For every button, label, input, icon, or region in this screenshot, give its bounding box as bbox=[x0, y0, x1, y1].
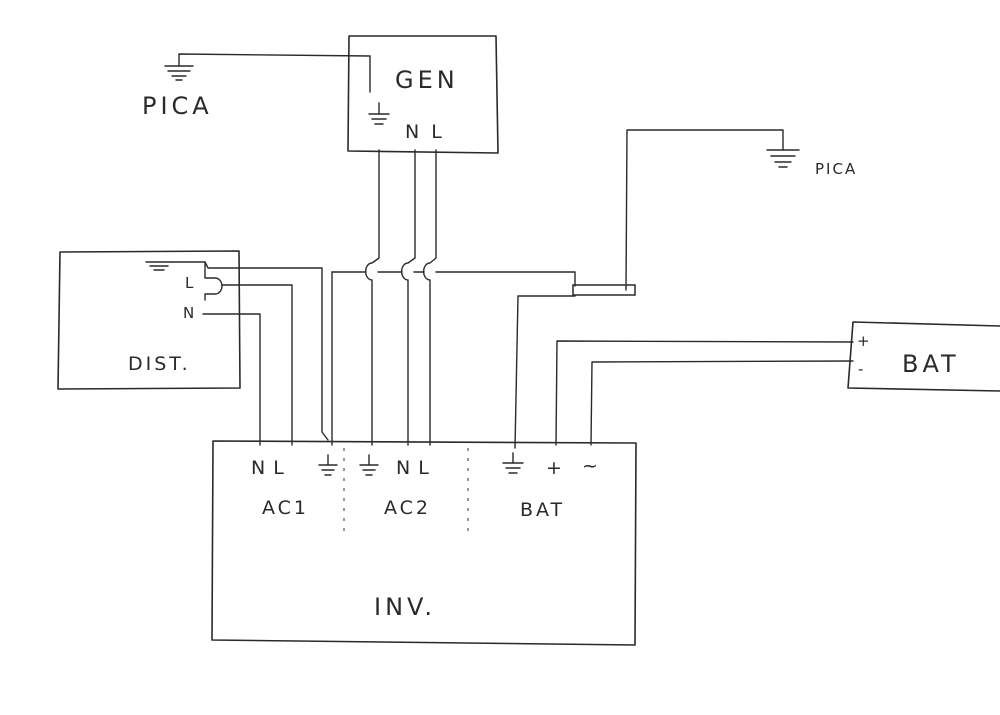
wire-busbar-to-bat-ground bbox=[514, 295, 576, 449]
inverter-bat-plus: + bbox=[546, 457, 563, 479]
inverter-bat-minus: ~ bbox=[582, 455, 599, 477]
battery-title: BAT bbox=[902, 350, 960, 378]
wire-dist-ground bbox=[171, 261, 329, 441]
wire-dist-l bbox=[204, 261, 223, 301]
ground-left: PICA bbox=[142, 53, 371, 120]
earth-ground-icon bbox=[766, 149, 800, 168]
inverter-ac1-label: AC1 bbox=[262, 497, 309, 519]
inverter-bat-label: BAT bbox=[520, 499, 565, 521]
wire-bat-minus bbox=[590, 360, 854, 446]
ground-right: PICA bbox=[625, 129, 857, 291]
inverter-ac2-label: AC2 bbox=[384, 497, 431, 519]
wiring bbox=[171, 149, 854, 449]
ac2-ground-icon bbox=[359, 454, 379, 476]
inverter: INV. N L AC1 N L AC2 BAT + ~ bbox=[211, 440, 637, 646]
ac1-ground-icon bbox=[318, 454, 338, 476]
generator-ground-icon bbox=[368, 102, 390, 125]
inverter-ac1-terminals: N L bbox=[251, 457, 285, 479]
generator-terminals: N L bbox=[405, 121, 445, 143]
inverter-title: INV. bbox=[374, 593, 436, 621]
wire-dist-l-out bbox=[221, 284, 293, 446]
distribution-ground-icon bbox=[145, 261, 173, 271]
wire-gen-n bbox=[400, 149, 416, 446]
distribution-title: DIST. bbox=[128, 353, 191, 375]
distribution-terminal-n: N bbox=[183, 304, 196, 322]
generator-title: GEN bbox=[395, 66, 459, 94]
earth-ground-icon bbox=[164, 65, 194, 81]
distribution-panel: DIST. L N bbox=[57, 250, 241, 390]
inverter-ac2-terminals: N L bbox=[396, 457, 430, 479]
ground-left-label: PICA bbox=[142, 92, 213, 120]
wire-gen-ground bbox=[364, 149, 380, 446]
bat-ground-icon bbox=[502, 452, 524, 474]
wire-dist-n bbox=[202, 313, 261, 446]
battery-minus: - bbox=[858, 360, 865, 378]
generator: GEN N L bbox=[347, 35, 499, 154]
wire-gen-l bbox=[422, 149, 437, 446]
wire-bat-plus bbox=[555, 340, 854, 446]
ground-right-label: PICA bbox=[815, 160, 857, 178]
ground-busbar bbox=[572, 284, 636, 296]
battery-plus: + bbox=[857, 332, 872, 350]
distribution-terminal-l: L bbox=[185, 274, 195, 292]
wire-ground-bus bbox=[331, 271, 576, 287]
battery: BAT + - bbox=[847, 321, 1000, 392]
